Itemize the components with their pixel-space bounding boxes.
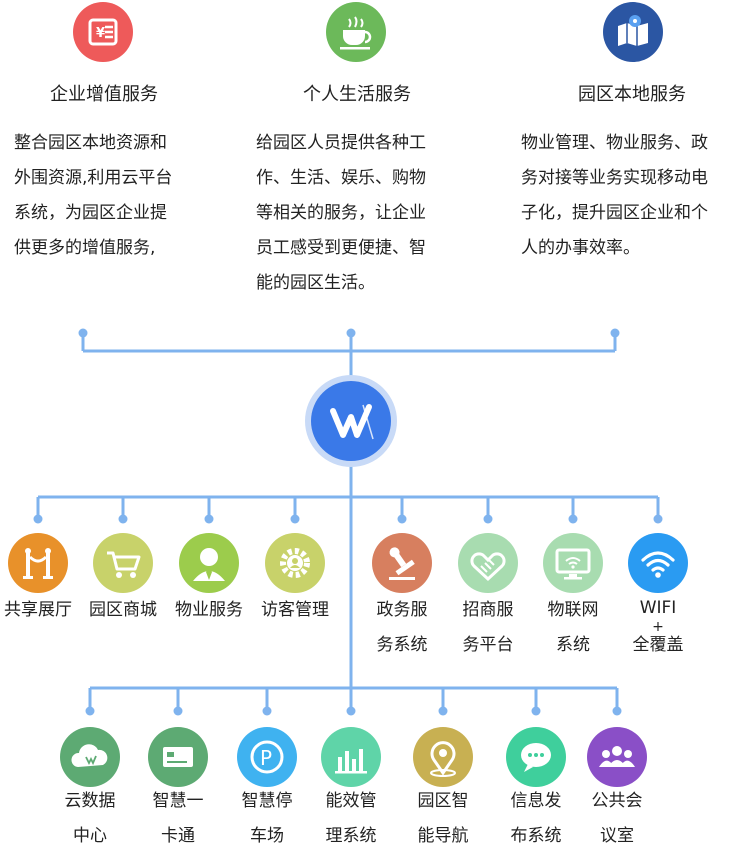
svg-text:P: P <box>260 746 272 770</box>
label-line: 能导航 <box>417 826 469 846</box>
label-line: 物联网 <box>547 600 599 620</box>
desc-line: 务对接等业务实现移动电 <box>521 168 708 188</box>
bar-chart-icon <box>321 727 381 787</box>
label-line: 能效管 <box>325 791 377 811</box>
label-line: + <box>652 619 664 635</box>
label-line: 共享展厅 <box>4 600 72 620</box>
label-line: 智慧一 <box>152 791 204 811</box>
node-label-showroom: 共享展厅 <box>0 593 78 628</box>
node-label-iot: 物联网系统 <box>533 593 613 663</box>
label-line: 云数据 <box>64 791 116 811</box>
coffee-cup-icon <box>326 2 386 62</box>
node-label-wifi: WIFI + 全覆盖 <box>618 593 698 659</box>
label-line: 议室 <box>600 826 634 846</box>
node-label-investment: 招商服务平台 <box>448 593 528 663</box>
label-line: 布系统 <box>510 826 562 846</box>
section-desc-personal: 给园区人员提供各种工 作、生活、娱乐、购物 等相关的服务，让企业 员工感受到更便… <box>256 126 461 301</box>
desc-line: 外围资源,利用云平台 <box>14 168 173 188</box>
desc-line: 员工感受到更便捷、智 <box>256 238 426 258</box>
svg-text:¥: ¥ <box>96 26 105 41</box>
person-icon <box>179 533 239 593</box>
label-line: 政务服 <box>376 600 428 620</box>
label-line: 园区智 <box>417 791 469 811</box>
wifi-icon <box>628 533 688 593</box>
section-desc-park: 物业管理、物业服务、政 务对接等业务实现移动电 子化，提升园区企业和个 人的办事… <box>521 126 740 266</box>
node-label-meeting: 公共会议室 <box>577 784 657 854</box>
chat-icon <box>506 727 566 787</box>
desc-line: 人的办事效率。 <box>521 238 640 258</box>
stanchion-icon <box>8 533 68 593</box>
desc-line: 物业管理、物业服务、政 <box>521 133 708 153</box>
node-label-card: 智慧一卡通 <box>138 784 218 854</box>
label-line: 公共会 <box>591 791 643 811</box>
label-line: 信息发 <box>510 791 562 811</box>
label-line: 车场 <box>250 826 284 846</box>
node-label-visitor: 访客管理 <box>255 593 335 628</box>
label-line: 物业服务 <box>175 600 243 620</box>
yen-document-icon: ¥ <box>73 2 133 62</box>
desc-line: 作、生活、娱乐、购物 <box>256 168 426 188</box>
section-title-personal: 个人生活服务 <box>303 84 411 105</box>
label-line: 卡通 <box>161 826 195 846</box>
stamp-icon <box>372 533 432 593</box>
cloud-icon <box>60 727 120 787</box>
section-desc-enterprise: 整合园区本地资源和 外围资源,利用云平台 系统，为园区企业提 供更多的增值服务, <box>14 126 199 266</box>
group-icon <box>587 727 647 787</box>
desc-line: 整合园区本地资源和 <box>14 133 167 153</box>
section-title-park: 园区本地服务 <box>578 84 686 105</box>
label-line: WIFI <box>639 598 677 618</box>
node-label-publishing: 信息发布系统 <box>496 784 576 854</box>
node-label-navigation: 园区智能导航 <box>403 784 483 854</box>
map-location-icon <box>603 2 663 62</box>
label-line: 系统 <box>556 635 590 655</box>
handshake-icon <box>458 533 518 593</box>
logo-icon <box>311 381 391 461</box>
label-line: 访客管理 <box>261 600 329 620</box>
node-label-cloud: 云数据中心 <box>50 784 130 854</box>
label-line: 理系统 <box>325 826 377 846</box>
desc-line: 给园区人员提供各种工 <box>256 133 426 153</box>
parking-icon: P <box>237 727 297 787</box>
label-line: 务系统 <box>376 635 428 655</box>
node-label-property: 物业服务 <box>169 593 249 628</box>
desc-line: 能的园区生活。 <box>256 273 375 293</box>
label-line: 智慧停 <box>241 791 293 811</box>
desc-line: 子化，提升园区企业和个 <box>521 203 708 223</box>
node-label-government: 政务服务系统 <box>362 593 442 663</box>
map-pin-icon <box>413 727 473 787</box>
gear-person-icon <box>265 533 325 593</box>
label-line: 全覆盖 <box>632 635 684 655</box>
card-icon <box>148 727 208 787</box>
label-line: 招商服 <box>462 600 514 620</box>
node-label-mall: 园区商城 <box>83 593 163 628</box>
desc-line: 供更多的增值服务, <box>14 238 156 258</box>
desc-line: 系统，为园区企业提 <box>14 203 167 223</box>
monitor-wifi-icon <box>543 533 603 593</box>
label-line: 中心 <box>73 826 107 846</box>
node-label-energy: 能效管理系统 <box>311 784 391 854</box>
section-title-enterprise: 企业增值服务 <box>50 84 158 105</box>
node-label-parking: 智慧停车场 <box>227 784 307 854</box>
cart-icon <box>93 533 153 593</box>
label-line: 园区商城 <box>89 600 157 620</box>
desc-line: 等相关的服务，让企业 <box>256 203 426 223</box>
label-line: 务平台 <box>462 635 514 655</box>
